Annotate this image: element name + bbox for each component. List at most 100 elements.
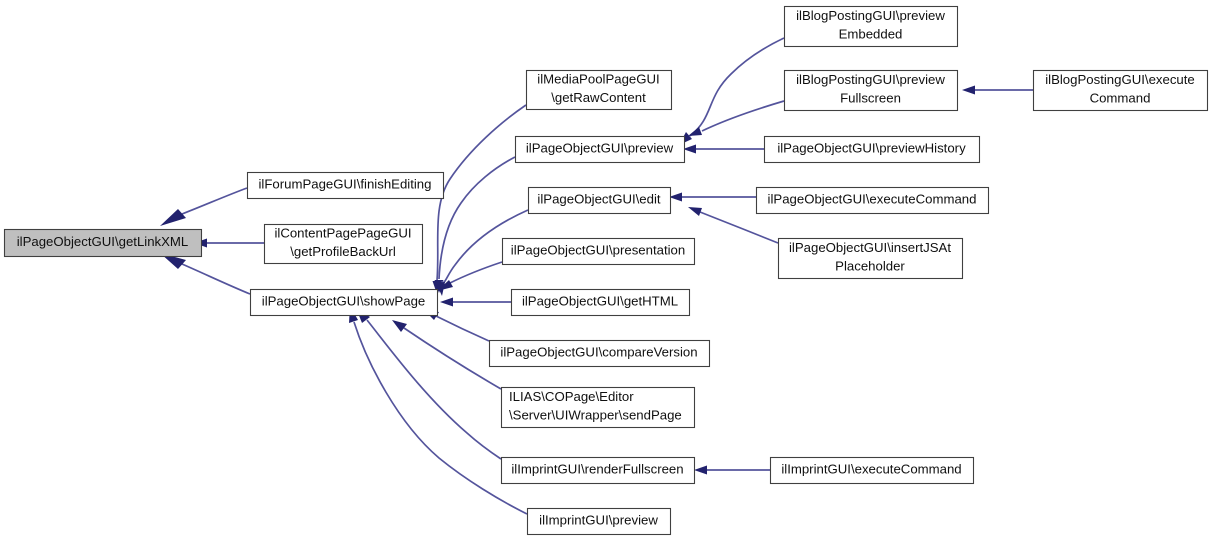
- node-label-line: ilPageObjectGUI\showPage: [262, 293, 425, 308]
- edge-line: [441, 209, 529, 284]
- edge-showPage-to-getLinkXML: [160, 253, 251, 295]
- node-box[interactable]: [500, 386, 696, 429]
- edge-executeCommandImprint-to-renderFullscreen: [694, 465, 770, 475]
- graph-node-renderFullscreen[interactable]: ilImprintGUI\renderFullscreen: [500, 456, 696, 485]
- graph-node-compareVersion[interactable]: ilPageObjectGUI\compareVersion: [488, 339, 711, 368]
- node-label-line: ilPageObjectGUI\presentation: [511, 242, 685, 257]
- edge-line: [701, 100, 785, 132]
- edge-line: [438, 156, 516, 280]
- node-box[interactable]: [783, 69, 959, 112]
- arrowhead-icon: [688, 127, 702, 136]
- nodes-layer: ilPageObjectGUI\getLinkXML ilForumPageGUI…: [3, 5, 1209, 536]
- node-box[interactable]: [501, 237, 696, 266]
- node-box[interactable]: [769, 456, 975, 485]
- node-box[interactable]: [783, 5, 959, 48]
- node-box[interactable]: [755, 186, 990, 215]
- node-label-line: ilPageObjectGUI\preview: [526, 140, 674, 155]
- edge-line: [353, 321, 528, 515]
- node-box[interactable]: [514, 135, 686, 164]
- arrowhead-icon: [440, 297, 453, 307]
- node-label-line: ilForumPageGUI\finishEditing: [259, 176, 432, 191]
- graph-node-getRawContent[interactable]: ilMediaPoolPageGUI \getRawContent: [525, 69, 673, 111]
- node-label-line: ilPageObjectGUI\insertJSAt: [789, 240, 951, 255]
- graph-node-edit[interactable]: ilPageObjectGUI\edit: [527, 186, 672, 215]
- arrowhead-icon: [160, 209, 186, 226]
- node-box[interactable]: [249, 288, 439, 317]
- node-label-line: ilMediaPoolPageGUI: [537, 72, 659, 87]
- node-label-line: ilPageObjectGUI\executeCommand: [768, 191, 977, 206]
- edge-line: [181, 263, 251, 295]
- arrowhead-icon: [669, 192, 682, 202]
- graph-node-getLinkXML[interactable]: ilPageObjectGUI\getLinkXML: [3, 228, 203, 258]
- node-label-line: Placeholder: [835, 259, 905, 274]
- graph-node-previewHistory[interactable]: ilPageObjectGUI\previewHistory: [763, 135, 981, 164]
- node-box[interactable]: [246, 171, 445, 200]
- node-label-line: ILIAS\COPage\Editor: [509, 389, 634, 404]
- graph-node-presentation[interactable]: ilPageObjectGUI\presentation: [501, 237, 696, 266]
- edge-getRawContent-to-showPage: [432, 104, 527, 294]
- arrowhead-icon: [688, 207, 702, 216]
- node-label-line: ilBlogPostingGUI\execute: [1045, 72, 1195, 87]
- node-box[interactable]: [763, 135, 981, 164]
- edge-previewFullscreen-to-preview: [688, 100, 785, 136]
- node-box[interactable]: [1032, 69, 1209, 112]
- node-box[interactable]: [527, 186, 672, 215]
- node-label-line: ilPageObjectGUI\edit: [537, 191, 660, 206]
- edge-finishEditing-to-getLinkXML: [160, 187, 248, 226]
- node-box[interactable]: [525, 69, 673, 111]
- arrowhead-icon: [962, 85, 975, 95]
- node-label-line: ilImprintGUI\preview: [539, 512, 658, 527]
- node-label-line: Command: [1090, 91, 1151, 106]
- graph-node-executeCommandPage[interactable]: ilPageObjectGUI\executeCommand: [755, 186, 990, 215]
- node-label-line: Fullscreen: [840, 91, 901, 106]
- graph-node-executeCommandBlog[interactable]: ilBlogPostingGUI\executeCommand: [1032, 69, 1209, 112]
- edge-getHTML-to-showPage: [440, 297, 511, 307]
- node-label-line: ilPageObjectGUI\getLinkXML: [17, 234, 189, 249]
- node-box[interactable]: [777, 237, 964, 280]
- node-box[interactable]: [510, 288, 691, 317]
- edge-line: [436, 104, 527, 281]
- edge-sendPage-to-showPage: [392, 320, 502, 390]
- node-box[interactable]: [500, 456, 696, 485]
- edge-line: [435, 315, 490, 342]
- node-label-line: \getRawContent: [551, 90, 646, 105]
- edge-previewHistory-to-preview: [683, 144, 765, 154]
- edge-line: [689, 37, 785, 137]
- edge-line: [181, 187, 248, 215]
- edge-presentation-to-showPage: [437, 261, 503, 291]
- graph-node-finishEditing[interactable]: ilForumPageGUI\finishEditing: [246, 171, 445, 200]
- node-box-root[interactable]: [3, 228, 203, 258]
- graph-node-getHTML[interactable]: ilPageObjectGUI\getHTML: [510, 288, 691, 317]
- edge-line: [699, 211, 779, 244]
- edge-line: [366, 319, 502, 460]
- graph-node-showPage[interactable]: ilPageObjectGUI\showPage: [249, 288, 439, 317]
- arrowhead-icon: [437, 280, 453, 291]
- graph-node-preview[interactable]: ilPageObjectGUI\preview: [514, 135, 686, 164]
- edge-line: [403, 327, 502, 390]
- node-label-line: \Server\UIWrapper\sendPage: [509, 408, 682, 423]
- node-label-line: ilBlogPostingGUI\preview: [796, 72, 945, 87]
- arrowhead-icon: [694, 465, 707, 475]
- graph-node-sendPage[interactable]: ILIAS\COPage\Editor \Server\UIWrapper\sen…: [500, 386, 696, 429]
- node-label-line: Embedded: [839, 27, 903, 42]
- arrowhead-icon: [683, 144, 696, 154]
- arrowhead-icon: [392, 320, 407, 332]
- node-label-line: \getProfileBackUrl: [290, 244, 396, 259]
- edge-insertJSAtPlaceholder-to-edit: [688, 207, 779, 244]
- edge-previewEmbedded-to-preview: [679, 37, 785, 145]
- node-box[interactable]: [263, 223, 424, 265]
- node-box[interactable]: [488, 339, 711, 368]
- graph-node-executeCommandImprint[interactable]: ilImprintGUI\executeCommand: [769, 456, 975, 485]
- edge-executeCommandBlog-to-previewFullscreen: [962, 85, 1033, 95]
- node-label-line: ilContentPagePageGUI: [274, 226, 411, 241]
- node-label-line: ilPageObjectGUI\getHTML: [522, 293, 678, 308]
- node-label-line: ilBlogPostingGUI\preview: [796, 8, 945, 23]
- graph-node-getProfileBackUrl[interactable]: ilContentPagePageGUI \getProfileBackUrl: [263, 223, 424, 265]
- graph-node-imprintPreview[interactable]: ilImprintGUI\preview: [526, 507, 672, 536]
- node-box[interactable]: [526, 507, 672, 536]
